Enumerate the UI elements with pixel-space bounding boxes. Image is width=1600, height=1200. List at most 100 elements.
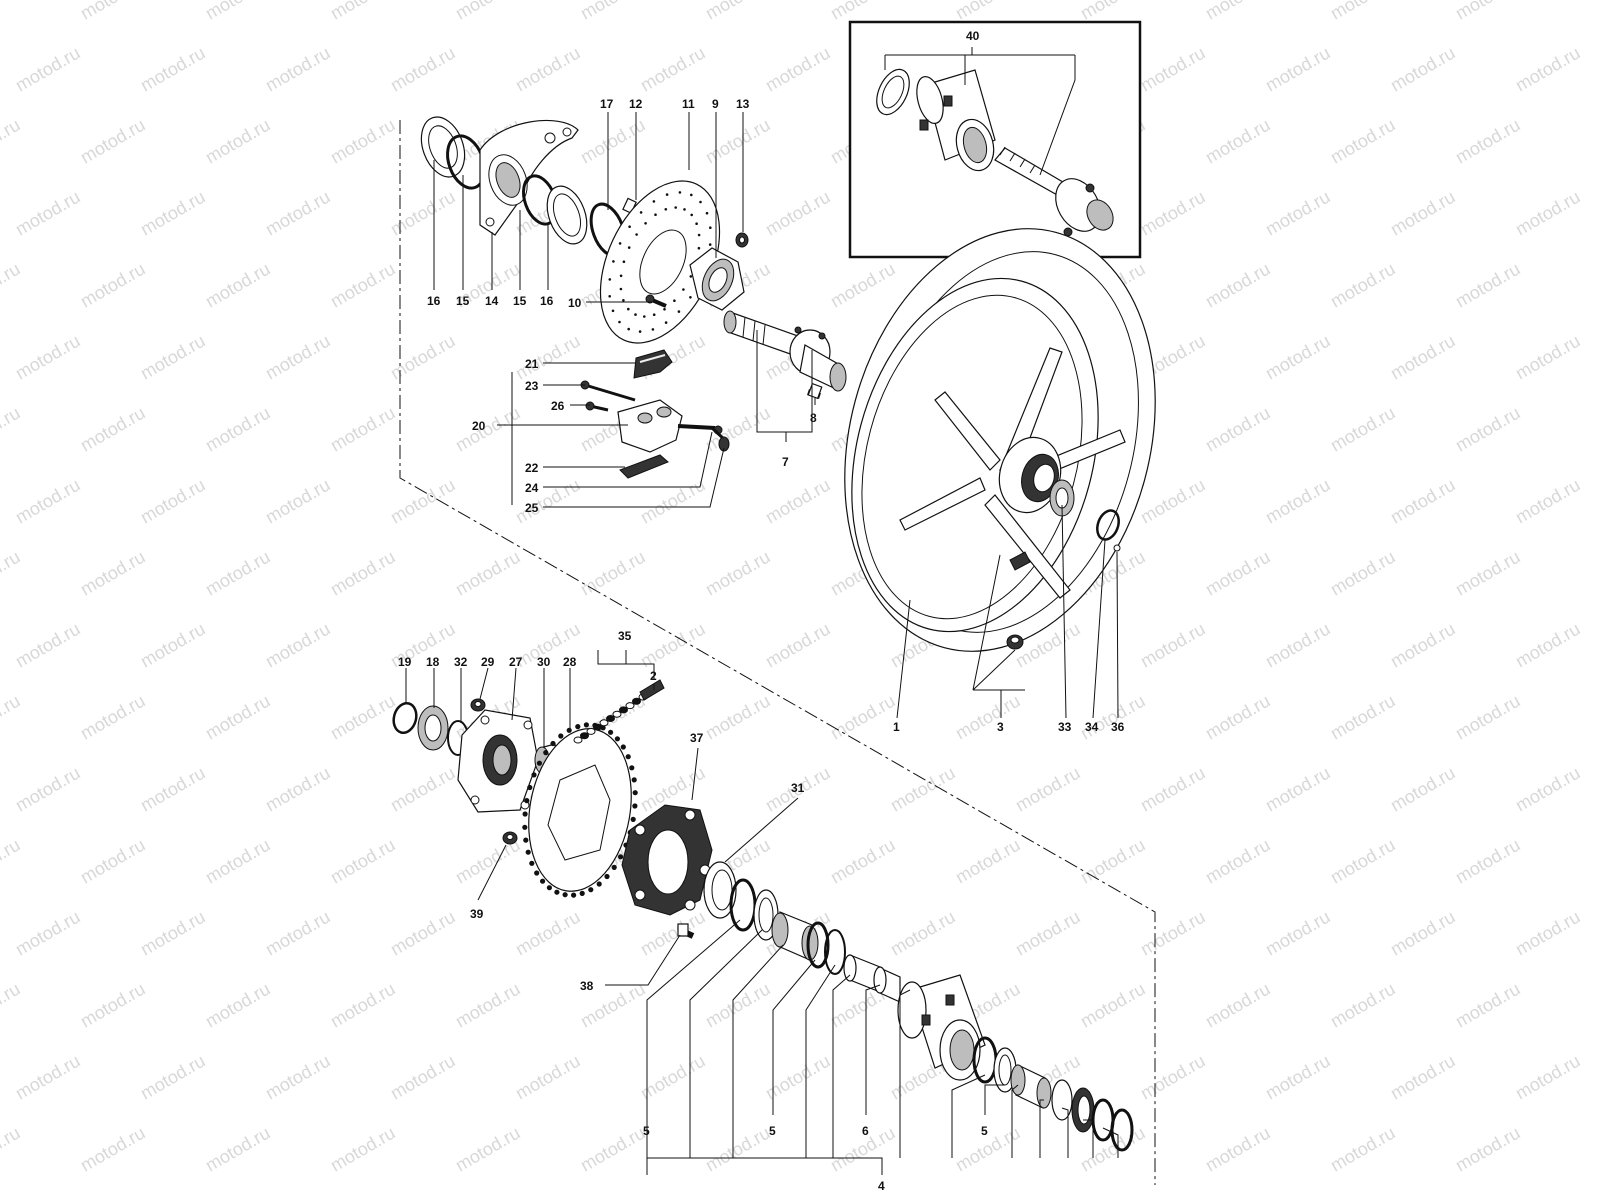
watermark-text: motod.ru [77,259,149,312]
disc-vent-hole [705,211,709,215]
chain-link [586,727,596,735]
watermark-text: motod.ru [327,0,399,23]
watermark-text: motod.ru [452,403,524,456]
watermark-text: motod.ru [1327,979,1399,1032]
pad-spring-22 [619,454,669,479]
nut-29 [470,698,486,712]
sprocket-tooth [523,837,529,843]
watermark-text: motod.ru [1387,187,1459,240]
chain-link [612,710,622,718]
disc-vent-hole [651,328,655,331]
watermark-text: motod.ru [262,475,334,528]
disc-vent-hole [683,208,686,211]
watermark-text: motod.ru [452,1123,524,1176]
callout-38: 38 [580,979,594,993]
chain-35 [573,693,648,744]
sprocket-tooth [596,881,602,887]
disc-vent-hole [634,313,637,316]
callout-labels: 40 17 12 11 9 13 16 15 14 15 16 10 8 7 2… [398,29,1125,1193]
callout-15b: 15 [513,294,527,308]
watermark-text: motod.ru [137,43,209,96]
watermark-text: motod.ru [762,43,834,96]
watermark-text: motod.ru [1137,907,1209,960]
disc-vent-hole [627,307,630,311]
watermark-text: motod.ru [762,619,834,672]
watermark-text: motod.ru [202,1123,274,1176]
watermark-text: motod.ru [1262,1051,1334,1104]
lower-hub-body-4 [897,974,986,1081]
disc-vent-hole [618,242,622,245]
sprocket-tooth [608,729,614,735]
watermark-text: motod.ru [202,0,274,23]
bearing-nut-18 [417,705,449,751]
rear-sprocket-28 [522,722,638,898]
watermark-text: motod.ru [1262,187,1334,240]
watermark-text: motod.ru [0,0,24,23]
watermark-text: motod.ru [1077,835,1149,888]
watermark-text: motod.ru [1452,403,1524,456]
watermark-text: motod.ru [1077,691,1149,744]
disc-vent-hole [678,191,682,194]
watermark-text: motod.ru [1077,979,1149,1032]
sprocket-tooth [625,754,631,760]
sprocket-tooth [522,824,528,830]
disc-vent-hole [697,233,701,237]
watermark-text: motod.ru [202,979,274,1032]
callout-19: 19 [398,655,412,669]
callout-15a: 15 [456,294,470,308]
watermark-text: motod.ru [1262,331,1334,384]
watermark-text: motod.ru [512,475,584,528]
watermark-text: motod.ru [1512,475,1584,528]
watermark-text: motod.ru [1327,259,1399,312]
watermark-text: motod.ru [327,979,399,1032]
watermark-text: motod.ru [577,115,649,168]
watermark-text: motod.ru [202,403,274,456]
watermark-text: motod.ru [887,763,959,816]
callout-5b: 5 [769,1124,776,1138]
disc-vent-hole [622,299,625,302]
watermark-text: motod.ru [0,403,24,456]
disc-vent-hole [689,296,692,299]
watermark-text: motod.ru [77,547,149,600]
circlip-19 [392,701,418,735]
callout-26: 26 [551,399,565,413]
disc-vent-hole [639,211,643,214]
seal-ring-16-left [420,116,466,178]
watermark-text: motod.ru [262,619,334,672]
watermark-text: motod.ru [137,907,209,960]
disc-vent-hole [627,246,631,249]
sprocket-tooth [575,724,581,730]
brake-caliper-20 [617,399,723,453]
watermark-text: motod.ru [1202,1123,1274,1176]
watermark-text: motod.ru [1202,979,1274,1032]
watermark-text: motod.ru [1262,763,1334,816]
callout-14: 14 [485,294,499,308]
watermark-text: motod.ru [452,979,524,1032]
watermark-text: motod.ru [1387,619,1459,672]
circlip-34 [1096,509,1120,541]
sprocket-tooth [546,885,553,891]
bolt-10 [645,294,667,308]
disc-vent-hole [622,260,626,264]
watermark-text: motod.ru [0,259,24,312]
disc-vent-hole [663,308,666,311]
sprocket-flange-27 [457,709,539,813]
watermark-text: motod.ru [952,835,1024,888]
watermark-text: motod.ru [137,1051,209,1104]
watermark-text: motod.ru [1262,475,1334,528]
watermark-text: motod.ru [637,907,709,960]
watermark-text: motod.ru [1137,475,1209,528]
sprocket-tooth [632,803,638,809]
watermark-text: motod.ru [1387,1051,1459,1104]
callout-7: 7 [782,455,789,469]
watermark-text: motod.ru [702,0,774,23]
disc-vent-hole [709,226,712,229]
watermark-text: motod.ru [512,43,584,96]
watermark-text: motod.ru [202,259,274,312]
sprocket-tooth [536,760,543,766]
watermark-text: motod.ru [1512,1051,1584,1104]
watermark-text: motod.ru [1012,907,1084,960]
callout-5c: 5 [981,1124,988,1138]
callout-20: 20 [472,419,486,433]
chain-link [632,697,641,705]
